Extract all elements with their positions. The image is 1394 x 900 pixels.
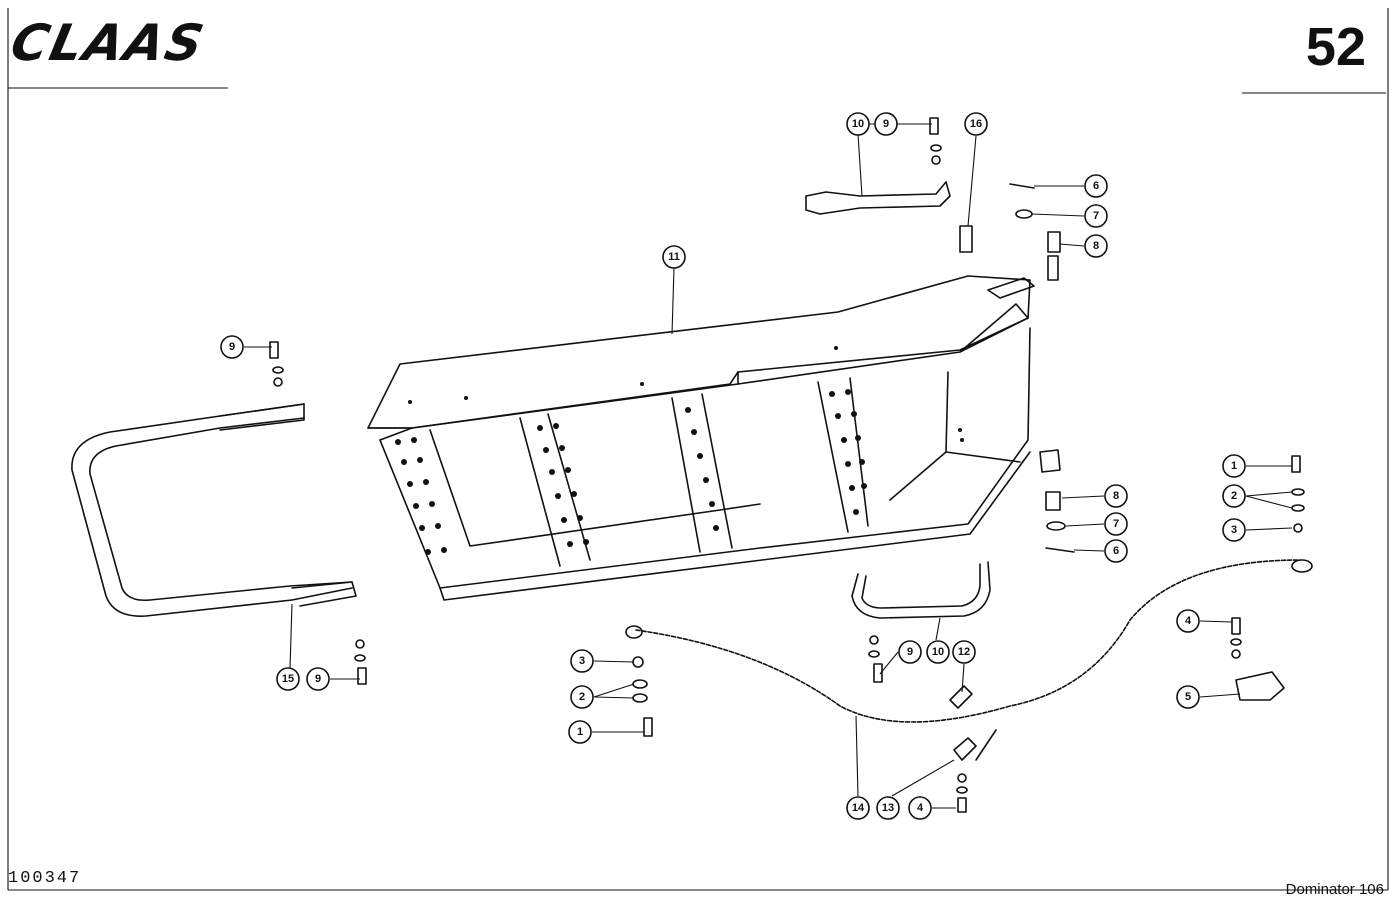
svg-text:8: 8	[1093, 240, 1099, 252]
callout-12: 12	[952, 640, 976, 664]
svg-text:3: 3	[579, 655, 585, 667]
callouts: 10 9 16 6 7 8 11 9 1 2 3 8	[220, 112, 1246, 820]
callout-5: 5	[1176, 685, 1200, 709]
callout-8-top: 8	[1084, 234, 1108, 258]
callout-1-right: 1	[1222, 454, 1246, 478]
svg-text:14: 14	[852, 802, 865, 814]
callout-3-right: 3	[1222, 518, 1246, 542]
svg-text:15: 15	[282, 673, 294, 685]
svg-text:7: 7	[1093, 210, 1099, 222]
svg-text:9: 9	[907, 646, 913, 658]
callout-2-left: 2	[570, 685, 594, 709]
svg-text:12: 12	[958, 646, 970, 658]
callout-16: 16	[964, 112, 988, 136]
step-platform-assembly	[367, 255, 1061, 601]
callout-4-bottom: 4	[908, 796, 932, 820]
svg-text:10: 10	[852, 118, 864, 130]
step-perforations	[395, 346, 964, 555]
svg-text:9: 9	[883, 118, 889, 130]
callout-2-right: 2	[1222, 484, 1246, 508]
svg-text:1: 1	[1231, 460, 1237, 472]
svg-text:9: 9	[315, 673, 321, 685]
svg-text:9: 9	[229, 341, 235, 353]
svg-text:8: 8	[1113, 490, 1119, 502]
svg-text:4: 4	[917, 802, 924, 814]
callout-8-mid: 8	[1104, 484, 1128, 508]
svg-text:4: 4	[1185, 615, 1192, 627]
callout-6-top: 6	[1084, 174, 1108, 198]
left-handrail	[71, 403, 357, 617]
callout-11: 11	[662, 245, 686, 269]
callout-9-left: 9	[220, 335, 244, 359]
svg-text:16: 16	[970, 118, 982, 130]
callout-13: 13	[876, 796, 900, 820]
callout-10-lower: 10	[926, 640, 950, 664]
svg-text:6: 6	[1113, 545, 1119, 557]
frame-lines	[7, 8, 1389, 891]
svg-text:10: 10	[932, 646, 944, 658]
callout-4-right: 4	[1176, 609, 1200, 633]
svg-text:5: 5	[1185, 691, 1191, 703]
callout-14: 14	[846, 796, 870, 820]
svg-text:1: 1	[577, 726, 583, 738]
callout-9-bottom-left: 9	[306, 667, 330, 691]
svg-text:2: 2	[1231, 490, 1237, 502]
callout-7-top: 7	[1084, 204, 1108, 228]
callout-15: 15	[276, 667, 300, 691]
callout-1-left: 1	[568, 720, 592, 744]
ground-cable	[625, 559, 1313, 723]
svg-text:6: 6	[1093, 180, 1099, 192]
callout-9-top: 9	[874, 112, 898, 136]
svg-text:13: 13	[882, 802, 894, 814]
callout-3-left: 3	[570, 649, 594, 673]
hardware-parts	[269, 117, 1305, 813]
svg-text:11: 11	[668, 251, 680, 263]
drawing-number: 100347	[8, 869, 82, 888]
svg-text:2: 2	[579, 691, 585, 703]
svg-text:7: 7	[1113, 518, 1119, 530]
callout-6-mid: 6	[1104, 539, 1128, 563]
leader-lines	[244, 123, 1293, 809]
callout-7-mid: 7	[1104, 512, 1128, 536]
top-handle	[805, 181, 951, 215]
svg-text:3: 3	[1231, 524, 1237, 536]
page-number: 52	[1305, 17, 1366, 77]
lower-handle	[851, 561, 991, 619]
callout-9-lower: 9	[898, 640, 922, 664]
callout-10-top: 10	[846, 112, 870, 136]
model-label: Dominator 106	[1285, 881, 1384, 898]
